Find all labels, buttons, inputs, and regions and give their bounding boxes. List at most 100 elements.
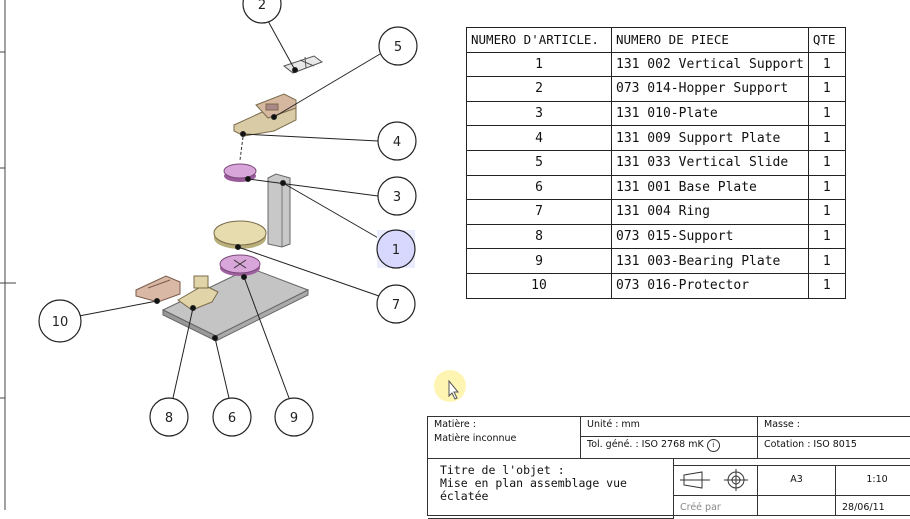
part-bearing-plate bbox=[219, 254, 261, 276]
sheet-format: A3 bbox=[790, 474, 803, 485]
bom-cell-quantity: 1 bbox=[807, 248, 846, 274]
header-part-number: NUMERO DE PIECE bbox=[611, 27, 809, 53]
bom-cell-item-number: 7 bbox=[466, 199, 612, 225]
bom-cell-item-number: 6 bbox=[466, 174, 612, 201]
bom-cell-item-number: 3 bbox=[466, 100, 612, 127]
date-cell: 28/06/11 bbox=[836, 496, 910, 516]
date: 28/06/11 bbox=[842, 502, 885, 513]
bom-cell-quantity: 1 bbox=[807, 51, 846, 78]
created-by-cell: Créé par bbox=[674, 496, 758, 516]
balloon-7[interactable]: 7 bbox=[376, 284, 416, 324]
bom-cell-quantity: 1 bbox=[807, 174, 846, 201]
part-ring bbox=[213, 220, 267, 249]
balloon-3[interactable]: 3 bbox=[377, 176, 417, 216]
bom-cell-item-number: 10 bbox=[466, 272, 612, 299]
bom-cell-part-number: 073 015-Support bbox=[611, 223, 809, 250]
svg-text:2: 2 bbox=[258, 0, 266, 13]
part-hopper-support bbox=[282, 55, 324, 74]
bom-cell-part-number: 073 016-Protector bbox=[611, 272, 809, 299]
svg-text:4: 4 bbox=[393, 135, 401, 150]
balloon-10[interactable]: 10 bbox=[38, 299, 82, 343]
dimensioning-text: Cotation : ISO 8015 bbox=[764, 439, 857, 450]
svg-text:3: 3 bbox=[393, 190, 401, 205]
part-vertical-slide bbox=[233, 93, 297, 137]
svg-text:10: 10 bbox=[52, 315, 69, 330]
bom-cell-item-number: 8 bbox=[466, 223, 612, 250]
object-title-label: Titre de l'objet : bbox=[440, 463, 565, 477]
tolerance-text: Tol. géné. : ISO 2768 mK bbox=[587, 439, 704, 450]
ownership-notice bbox=[674, 459, 910, 466]
scale: 1:10 bbox=[866, 474, 888, 485]
envelope-symbol: i bbox=[706, 439, 720, 452]
unit-cell: Unité : mm bbox=[581, 417, 758, 437]
bom-cell-quantity: 1 bbox=[807, 272, 846, 299]
balloon-2[interactable]: 2 bbox=[242, 0, 282, 24]
bom-cell-part-number: 131 004 Ring bbox=[611, 199, 809, 225]
svg-text:9: 9 bbox=[290, 411, 298, 426]
balloon-4[interactable]: 4 bbox=[377, 121, 417, 161]
mass-cell: Masse : bbox=[758, 417, 910, 437]
mass-text: Masse : bbox=[764, 419, 800, 430]
bom-cell-item-number: 4 bbox=[466, 125, 612, 151]
mouse-cursor bbox=[434, 370, 466, 402]
material-value: Matière inconnue bbox=[434, 433, 517, 444]
bom-cell-part-number: 131 003-Bearing Plate bbox=[611, 248, 809, 274]
scale-cell: 1:10 bbox=[836, 466, 910, 496]
bom-cell-quantity: 1 bbox=[807, 223, 846, 250]
bom-cell-quantity: 1 bbox=[807, 100, 846, 127]
balloon-5[interactable]: 5 bbox=[378, 26, 418, 66]
bom-cell-item-number: 2 bbox=[466, 76, 612, 102]
svg-text:8: 8 bbox=[165, 411, 173, 426]
material-label: Matière : bbox=[434, 419, 476, 430]
dimensioning-cell: Cotation : ISO 8015 bbox=[758, 437, 910, 459]
bom-cell-item-number: 1 bbox=[466, 51, 612, 78]
svg-text:1: 1 bbox=[392, 243, 400, 258]
sheet-format-cell: A3 bbox=[758, 466, 836, 496]
created-by: Créé par bbox=[680, 502, 721, 513]
title-block: Matière : Matière inconnue Unité : mm To… bbox=[427, 416, 910, 519]
balloon-1-highlighted[interactable]: 1 bbox=[376, 229, 416, 269]
bom-cell-part-number: 073 014-Hopper Support bbox=[611, 76, 809, 102]
balloon-9[interactable]: 9 bbox=[274, 397, 314, 437]
balloon-8[interactable]: 8 bbox=[149, 397, 189, 437]
bom-header-row: NUMERO D'ARTICLE. NUMERO DE PIECE QTE bbox=[466, 27, 846, 53]
bom-cell-quantity: 1 bbox=[807, 199, 846, 225]
part-protector bbox=[135, 275, 181, 303]
svg-text:7: 7 bbox=[392, 298, 400, 313]
header-quantity: QTE bbox=[807, 27, 846, 53]
header-item-number: NUMERO D'ARTICLE. bbox=[466, 27, 612, 53]
blank-cell bbox=[758, 496, 836, 516]
bom-cell-part-number: 131 002 Vertical Support bbox=[611, 51, 809, 78]
bom-cell-quantity: 1 bbox=[807, 149, 846, 176]
part-base-plate bbox=[161, 267, 310, 342]
bom-cell-quantity: 1 bbox=[807, 125, 846, 151]
balloon-6[interactable]: 6 bbox=[212, 397, 252, 437]
svg-text:5: 5 bbox=[394, 40, 402, 55]
bom-cell-item-number: 5 bbox=[466, 149, 612, 176]
frame-ticks bbox=[0, 51, 16, 399]
svg-text:6: 6 bbox=[228, 411, 236, 426]
bom-cell-quantity: 1 bbox=[807, 76, 846, 102]
unit-text: Unité : mm bbox=[587, 419, 640, 430]
first-angle-projection-icon bbox=[680, 469, 748, 491]
bom-cell-part-number: 131 009 Support Plate bbox=[611, 125, 809, 151]
tolerance-cell: Tol. géné. : ISO 2768 mK i bbox=[581, 437, 758, 459]
projection-symbol-cell bbox=[674, 466, 758, 496]
object-title: Mise en plan assemblage vue éclatée bbox=[440, 476, 627, 503]
bom-cell-part-number: 131 033 Vertical Slide bbox=[611, 149, 809, 176]
bom-cell-part-number: 131 001 Base Plate bbox=[611, 174, 809, 201]
part-support bbox=[177, 275, 219, 311]
bom-cell-item-number: 9 bbox=[466, 248, 612, 274]
